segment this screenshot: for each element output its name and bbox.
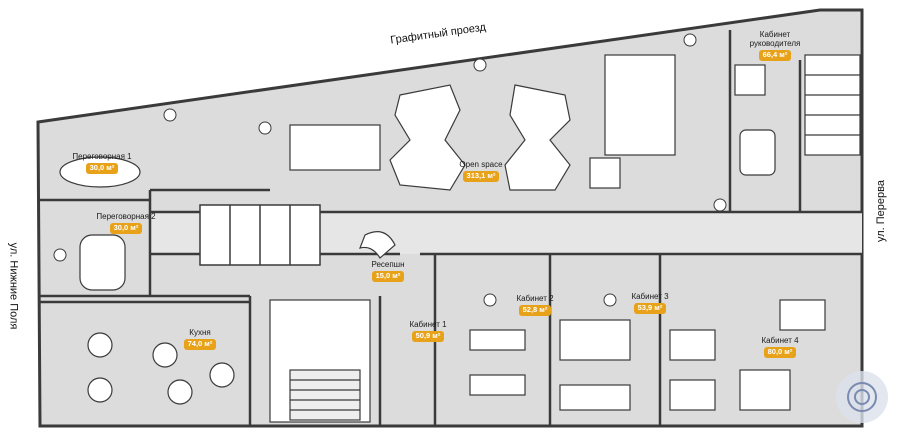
watermark-logo [836,371,888,423]
room-label-cabinet-2: Кабинет 2 52,8 м² [505,294,565,316]
area-badge: 74,0 м² [183,339,217,350]
room-name: Переговорная 2 [96,212,156,221]
area-badge: 15,0 м² [371,271,405,282]
area-badge: 66,4 м² [758,50,792,61]
room-label-meeting-2: Переговорная 2 30,0 м² [86,212,166,234]
area-badge: 52,8 м² [518,305,552,316]
room-name: Кабинет 1 [409,320,447,329]
area-badge: 50,9 м² [411,331,445,342]
room-name: Кабинет 4 [761,336,799,345]
director-desk [734,64,776,176]
room-label-open-space: Open space 313,1 м² [446,160,516,182]
room-name: Кабинет руководителя [749,30,801,49]
interior-walls [40,30,862,426]
room-label-cabinet-3: Кабинет 3 53,9 м² [620,292,680,314]
room-label-kitchen: Кухня 74,0 м² [170,328,230,350]
room-label-reception: Ресепшн 15,0 м² [358,260,418,282]
street-left: ул. Нижние Поля [7,242,20,330]
area-badge: 30,0 м² [109,223,143,234]
open-space-desks [289,54,676,191]
stairwell-bottom [269,299,371,423]
plants [53,33,727,307]
room-name: Кухня [189,328,211,337]
restrooms [199,204,321,266]
reception-desk [359,231,396,259]
area-badge: 80,0 м² [763,347,797,358]
area-badge: 30,0 м² [85,163,119,174]
meeting-tables [59,156,141,291]
room-name: Кабинет 3 [631,292,669,301]
room-label-director: Кабинет руководителя 66,4 м² [740,30,810,61]
area-badge: 53,9 м² [633,303,667,314]
street-right: ул. Перерва [875,179,888,243]
room-label-meeting-1: Переговорная 1 30,0 м² [62,152,142,174]
room-name: Переговорная 1 [72,152,132,161]
room-name: Open space [459,160,503,169]
room-label-cabinet-4: Кабинет 4 80,0 м² [750,336,810,358]
cabinet-desks [469,299,826,411]
room-label-cabinet-1: Кабинет 1 50,9 м² [398,320,458,342]
stairwell-right [804,54,861,156]
logo-icon [847,382,877,412]
room-name: Ресепшн [371,260,405,269]
room-name: Кабинет 2 [516,294,554,303]
kitchen-tables [87,332,235,405]
area-badge: 313,1 м² [462,171,500,182]
